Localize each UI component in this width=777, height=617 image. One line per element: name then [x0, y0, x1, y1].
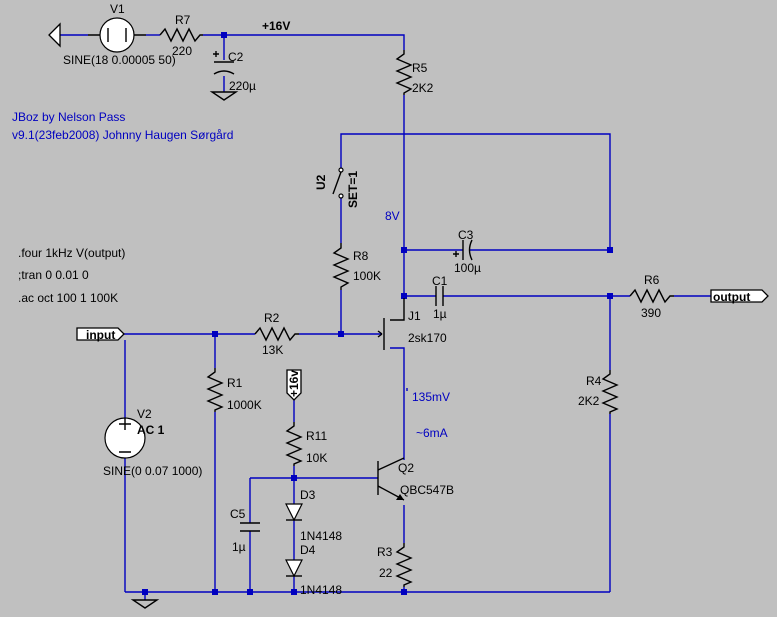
r5-name: R5 [412, 61, 428, 75]
resistor-r5[interactable]: R5 2K2 [395, 50, 434, 95]
capacitor-c2[interactable]: C2 220µ [213, 50, 256, 93]
wire-u2-top [340, 133, 611, 250]
r7-value: 220 [172, 44, 192, 58]
directive-tran: ;tran 0 0.01 0 [18, 268, 89, 282]
resistor-r8[interactable]: R8 100K [332, 243, 381, 290]
v1-value: SINE(18 0.00005 50) [63, 53, 176, 67]
ground-icon [209, 91, 239, 101]
output-net-flag[interactable]: output [710, 289, 769, 304]
junction [247, 589, 253, 595]
q2-name: Q2 [398, 461, 414, 475]
junction [212, 589, 218, 595]
r2-name: R2 [264, 311, 280, 325]
wire-j1-source [390, 347, 405, 460]
junction [401, 589, 407, 595]
d3-name: D3 [300, 488, 316, 502]
c1-name: C1 [432, 274, 448, 288]
current-label: ~6mA [416, 426, 448, 440]
supply-net-label: +16V [262, 19, 290, 33]
resistor-r4[interactable]: R4 2K2 [578, 370, 619, 414]
v2-value: AC 1 [137, 423, 165, 437]
d4-value: 1N4148 [300, 583, 342, 597]
jfet-j1[interactable]: J1 2sk170 [377, 298, 447, 350]
junction [338, 331, 344, 337]
wires [60, 34, 711, 600]
r4-name: R4 [586, 374, 602, 388]
u2-name: U2 [314, 174, 328, 190]
r6-value: 390 [641, 306, 661, 320]
title-line2: v9.1(23feb2008) Johnny Haugen Sørgård [12, 128, 233, 142]
d4-name: D4 [300, 543, 316, 557]
wire-ground-bus [125, 591, 610, 600]
r1-value: 1000K [227, 398, 262, 412]
ground-icon [130, 599, 160, 609]
capacitor-c1[interactable]: C1 1µ [432, 274, 448, 321]
junction [142, 589, 148, 595]
j1-name: J1 [408, 309, 421, 323]
supply-flag[interactable]: +16v [286, 369, 302, 401]
junction [607, 247, 613, 253]
resistor-r7[interactable]: R7 220 [159, 13, 203, 58]
r11-name: R11 [306, 429, 327, 443]
r4-value: 2K2 [578, 394, 600, 408]
input-net-label: input [86, 328, 115, 342]
r3-name: R3 [377, 545, 393, 559]
c3-value: 100µ [454, 261, 481, 275]
directive-ac: .ac oct 100 1 100K [18, 291, 118, 305]
r8-value: 100K [353, 269, 381, 283]
r8-name: R8 [353, 249, 369, 263]
switch-u2[interactable]: U2 SET=1 [314, 167, 360, 208]
r3-value: 22 [379, 566, 393, 580]
source-voltage-label: 135mV [412, 390, 450, 404]
diode-d3[interactable]: D3 1N4148 [285, 488, 342, 543]
resistor-r1[interactable]: R1 1000K [206, 368, 262, 412]
r6-name: R6 [644, 273, 660, 287]
voltage-source-v2[interactable]: V2 AC 1 SINE(0 0.07 1000) [103, 407, 202, 478]
junction [401, 247, 407, 253]
junction [291, 475, 297, 481]
ground-icon [48, 22, 61, 48]
v1-name: V1 [110, 2, 125, 16]
wire-r7-rail [203, 34, 405, 50]
j1-value: 2sk170 [408, 331, 447, 345]
supply-flag-label: +16v [287, 370, 301, 397]
drain-voltage-label: 8V [385, 209, 400, 223]
resistor-r6[interactable]: R6 390 [629, 273, 674, 320]
r7-name: R7 [175, 13, 191, 27]
v2-name: V2 [137, 407, 152, 421]
junction [291, 589, 297, 595]
input-net-flag[interactable]: input [76, 327, 125, 342]
c3-name: C3 [458, 228, 474, 242]
c2-value: 220µ [229, 79, 256, 93]
directive-four: .four 1kHz V(output) [18, 246, 125, 260]
r11-value: 10K [306, 451, 327, 465]
output-net-label: output [713, 290, 750, 304]
c5-name: C5 [230, 507, 246, 521]
r1-name: R1 [227, 376, 243, 390]
junction [221, 32, 227, 38]
c2-name: C2 [228, 50, 244, 64]
resistor-r11[interactable]: R11 10K [285, 422, 327, 466]
transistor-q2[interactable]: Q2 QBC547B [377, 457, 454, 501]
v2-value2: SINE(0 0.07 1000) [103, 464, 202, 478]
r2-value: 13K [262, 343, 283, 357]
capacitor-c3[interactable]: C3 100µ [453, 228, 481, 275]
voltage-source-v1[interactable]: V1 SINE(18 0.00005 50) [63, 2, 176, 67]
u2-value: SET=1 [346, 171, 360, 208]
junction [212, 331, 218, 337]
c1-value: 1µ [433, 307, 447, 321]
resistor-r3[interactable]: R3 22 [377, 543, 413, 587]
r5-value: 2K2 [412, 81, 434, 95]
resistor-r2[interactable]: R2 13K [254, 311, 299, 357]
diode-d4[interactable]: D4 1N4148 [285, 543, 342, 597]
capacitor-c5[interactable]: C5 1µ [230, 507, 260, 554]
c5-value: 1µ [232, 540, 246, 554]
junction [401, 293, 407, 299]
junction [607, 293, 613, 299]
title-line1: JBoz by Nelson Pass [12, 110, 125, 124]
q2-value: QBC547B [400, 483, 454, 497]
junctions [142, 32, 613, 595]
d3-value: 1N4148 [300, 529, 342, 543]
